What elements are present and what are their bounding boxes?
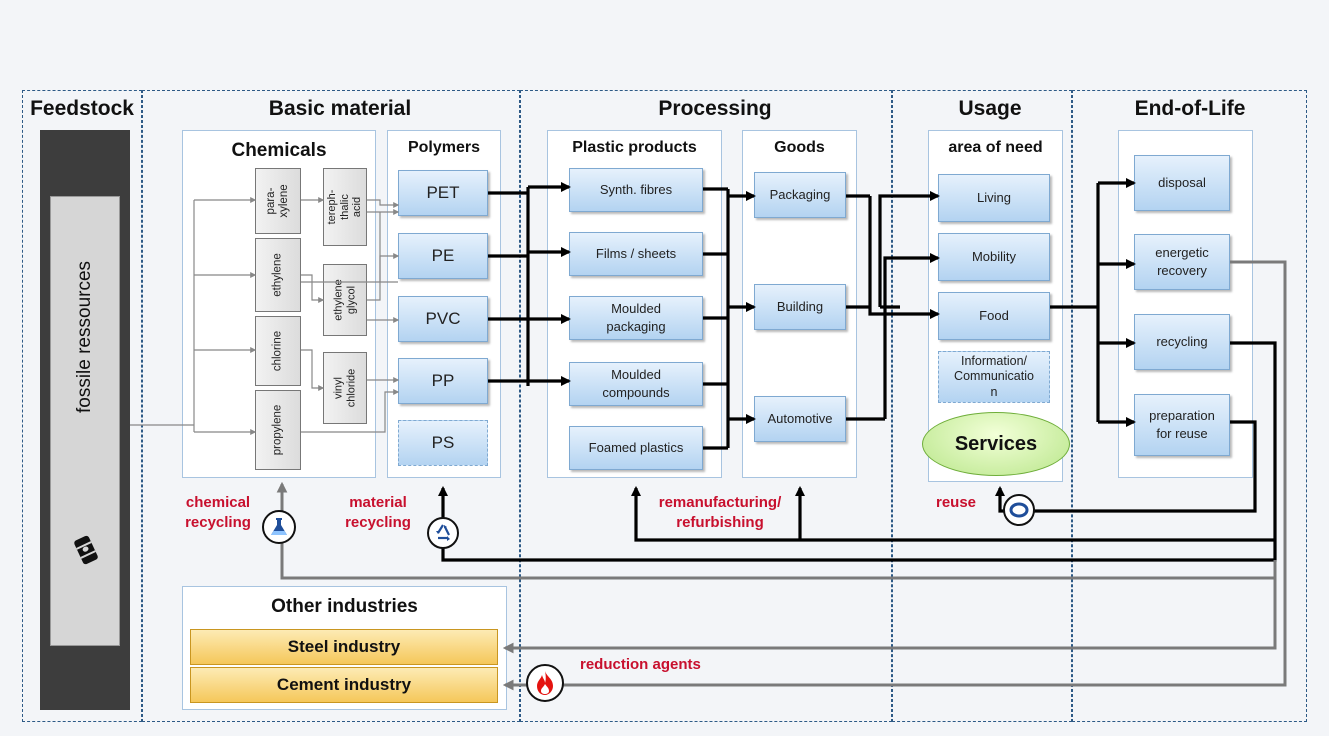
chemical-vinyl-chloride: vinyl chloride: [323, 352, 367, 424]
other-industries-title: Other industries: [271, 596, 418, 617]
polymers-title: Polymers: [407, 139, 481, 156]
need-information-communication: Information/ Communicatio n: [938, 351, 1050, 403]
remanufacturing-label: remanufacturing/ refurbishing: [658, 494, 782, 532]
chemical-terephthalic-acid-label: tereph- thalic acid: [326, 189, 364, 225]
eol-energetic-recovery: energetic recovery: [1134, 234, 1230, 290]
fossile-ressources-box: fossile ressources: [50, 196, 120, 646]
material-recycling-label: material recycling: [345, 494, 411, 532]
eol-disposal: disposal: [1134, 155, 1230, 211]
polymer-pe: PE: [398, 233, 488, 279]
area-of-need-title: area of need: [948, 139, 1043, 156]
product-foamed-plastics: Foamed plastics: [569, 426, 703, 470]
chemical-chlorine: chlorine: [255, 316, 301, 386]
chemical-para-xylene-label: para- xylene: [264, 184, 290, 218]
polymer-pvc: PVC: [398, 296, 488, 342]
chemical-ethylene: ethylene: [255, 238, 301, 312]
chemical-recycling-label: chemical recycling: [185, 494, 251, 532]
product-synth-fibres: Synth. fibres: [569, 168, 703, 212]
chemical-ethylene-label: ethylene: [271, 253, 284, 297]
recycle-icon: [427, 517, 459, 549]
goods-automotive: Automotive: [754, 396, 846, 442]
flame-icon: [526, 664, 564, 702]
stage-title-basic-material: Basic material: [268, 97, 412, 120]
stage-title-end-of-life: End-of-Life: [1134, 97, 1246, 120]
stage-title-feedstock: Feedstock: [30, 97, 134, 120]
eol-recycling: recycling: [1134, 314, 1230, 370]
product-moulded-compounds: Moulded compounds: [569, 362, 703, 406]
reduction-agents-label: reduction agents: [580, 656, 701, 673]
product-films-sheets: Films / sheets: [569, 232, 703, 276]
eol-preparation-for-reuse: preparation for reuse: [1134, 394, 1230, 456]
reuse-label: reuse: [935, 494, 977, 511]
chemical-para-xylene: para- xylene: [255, 168, 301, 234]
goods-title: Goods: [774, 139, 825, 156]
chemical-propylene-label: propylene: [271, 404, 284, 456]
flask-icon: [262, 510, 296, 544]
polymer-ps: PS: [398, 420, 488, 466]
goods-building: Building: [754, 284, 846, 330]
chemical-chlorine-label: chlorine: [271, 330, 284, 372]
polymer-pet: PET: [398, 170, 488, 216]
polymer-pp: PP: [398, 358, 488, 404]
chemicals-title: Chemicals: [231, 140, 327, 161]
plastic-products-title: Plastic products: [572, 139, 697, 156]
chemical-ethylene-glycol: ethylene glycol: [323, 264, 367, 336]
chemical-terephthalic-acid: tereph- thalic acid: [323, 168, 367, 246]
chemical-propylene: propylene: [255, 390, 301, 470]
need-food: Food: [938, 292, 1050, 340]
need-mobility: Mobility: [938, 233, 1050, 281]
oil-barrel-icon: [69, 533, 103, 567]
services-ellipse: Services: [922, 412, 1070, 476]
steel-industry-box: Steel industry: [190, 629, 498, 665]
product-moulded-packaging: Moulded packaging: [569, 296, 703, 340]
stage-title-processing: Processing: [658, 97, 772, 120]
goods-packaging: Packaging: [754, 172, 846, 218]
stage-frame-feedstock: [22, 90, 142, 722]
need-living: Living: [938, 174, 1050, 222]
chemical-ethylene-glycol-label: ethylene glycol: [332, 279, 357, 321]
fossile-ressources-label: fossile ressources: [74, 260, 95, 414]
chemical-vinyl-chloride-label: vinyl chloride: [332, 368, 357, 408]
reuse-icon: [1003, 494, 1035, 526]
stage-title-usage: Usage: [958, 97, 1022, 120]
cement-industry-box: Cement industry: [190, 667, 498, 703]
